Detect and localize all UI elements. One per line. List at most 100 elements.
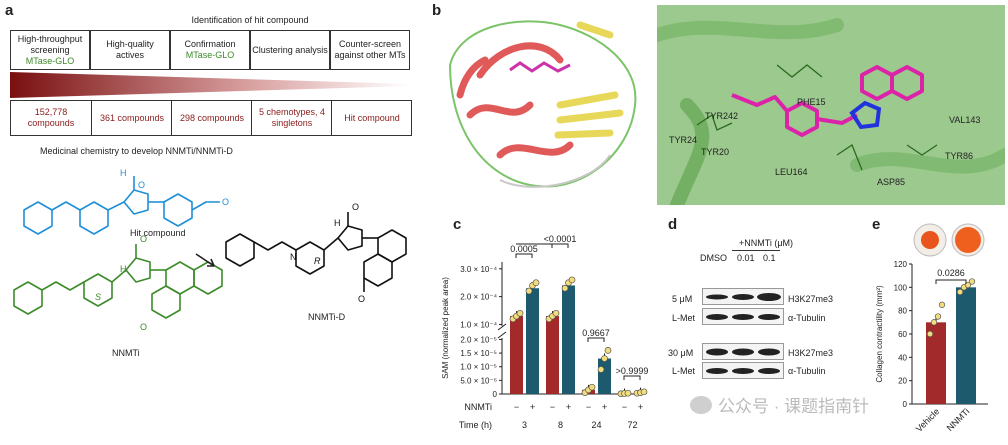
step-box-3: Confirmation MTase-GLO	[170, 30, 250, 70]
e-tick-label: 100	[894, 283, 908, 292]
c-sig-bracket	[587, 337, 605, 342]
panel-label-e: e	[872, 216, 881, 233]
c-sign-label: −	[550, 402, 555, 412]
e-bar	[956, 287, 976, 404]
c-tick-label-bottom: 1.0 × 10⁻⁵	[460, 363, 497, 372]
hit-compound-label: Hit compound	[130, 228, 186, 238]
residue-tyr86: TYR86	[945, 151, 973, 161]
wb-band-h3k27me3-2: H3K27me3	[788, 348, 834, 358]
e-tick-label: 60	[898, 330, 907, 339]
e-tick-label: 20	[898, 377, 907, 386]
c-point	[601, 355, 608, 362]
c-sig-bracket	[515, 253, 533, 258]
result-3: 298 compounds	[171, 101, 252, 135]
binding-site-render: TYR242 PHE15 TYR24 TYR20 LEU164 ASP85 VA…	[657, 5, 1005, 205]
funnel-gradient	[10, 72, 410, 98]
wb-band-tubulin-2: α-Tubulin	[788, 366, 826, 376]
e-category-label: NNMTi	[945, 406, 972, 433]
c-sign-label: +	[566, 402, 571, 412]
c-pvalue: 0.0005	[510, 244, 538, 254]
hit-compound-structure	[23, 176, 220, 235]
e-point	[926, 330, 934, 338]
residue-val143: VAL143	[949, 115, 980, 125]
panel-a-title: Identification of hit compound	[191, 15, 309, 25]
nnmti-structure	[13, 244, 223, 319]
c-tick-label-bottom: 5.0 × 10⁻⁶	[460, 376, 497, 385]
c-tick-label-bottom: 0	[493, 390, 498, 399]
c-point	[568, 276, 576, 284]
nnmti-stereo-s: S	[95, 292, 101, 302]
c-point	[604, 347, 612, 354]
wb-header: +NNMTi (μM)	[738, 238, 794, 248]
c-sign-label: −	[514, 402, 519, 412]
c-sig-bracket	[551, 243, 569, 248]
step-4-name: Clustering analysis	[252, 44, 328, 55]
c-time-label: 72	[627, 420, 637, 430]
residue-tyr24: TYR24	[669, 135, 697, 145]
hit-atom-h: H	[120, 168, 127, 178]
wb-lane-01: 0.1	[763, 253, 776, 263]
panel-c-bar-chart: 3.0 × 10⁻⁴ 2.0 × 10⁻⁴ 1.0 × 10⁻⁴ 2.0 × 10⁻⁵…	[441, 234, 649, 430]
nnmtid-atom-n: N	[290, 252, 297, 262]
nnmti-label: NNMTi	[112, 348, 140, 358]
wb-cond-lmet-1: L-Met	[672, 313, 696, 323]
protein-overview-render	[449, 20, 637, 188]
result-2: 361 compounds	[91, 101, 172, 135]
step-1-sub: MTase-GLO	[25, 55, 75, 66]
c-sig-bracket	[623, 375, 641, 380]
wb-blot-4	[702, 362, 784, 379]
residue-labels: TYR242 PHE15 TYR24 TYR20 LEU164 ASP85 VA…	[669, 97, 980, 187]
nnmtid-stereo-r: R	[314, 256, 321, 266]
watermark: 公众号 · 课题指南针	[690, 392, 869, 417]
residue-leu164: LEU164	[775, 167, 808, 177]
c-point	[516, 309, 524, 317]
c-tick-label-bottom: 2.0 × 10⁻⁵	[460, 335, 497, 344]
c-axis-break-2	[497, 331, 507, 339]
c-row-label-time: Time (h)	[459, 420, 492, 430]
e-point	[956, 288, 964, 296]
e-tick-label: 80	[898, 307, 907, 316]
step-box-5: Counter-screen against other MTs	[330, 30, 410, 70]
c-point	[624, 389, 632, 397]
c-tick-label-top: 1.0 × 10⁻⁴	[460, 320, 497, 329]
e-point	[964, 281, 972, 289]
e-point	[934, 313, 942, 320]
e-tick-label: 40	[898, 353, 907, 362]
c-point	[561, 284, 569, 292]
c-point	[588, 383, 596, 391]
c-bar	[598, 358, 611, 394]
c-bar	[562, 285, 575, 394]
result-1: 152,778 compounds	[27, 107, 75, 128]
panel-label-b: b	[432, 2, 442, 19]
wb-cond-5um: 5 μM	[672, 294, 693, 304]
nnmti-atom-h: H	[120, 264, 127, 274]
result-4: 5 chemotypes, 4 singletons	[251, 101, 332, 135]
e-pvalue: 0.0286	[937, 268, 965, 278]
nnmtid-atom-h: H	[334, 218, 341, 228]
residue-phe15: PHE15	[797, 97, 826, 107]
step-5-name: Counter-screen against other MTs	[334, 39, 406, 60]
c-bar	[510, 316, 523, 394]
e-ylabel: Collagen contractility (mm²)	[875, 285, 884, 383]
c-sign-label: +	[530, 402, 535, 412]
wb-lane-dmso: DMSO	[700, 253, 727, 263]
step-box-4: Clustering analysis	[250, 30, 330, 70]
wb-header-line	[732, 250, 780, 251]
c-pvalue: >0.9999	[616, 366, 649, 376]
c-sign-label: +	[602, 402, 607, 412]
c-time-label: 24	[591, 420, 601, 430]
c-tick-label-top: 3.0 × 10⁻⁴	[460, 265, 497, 274]
c-point	[640, 388, 648, 396]
nnmti-d-structure	[225, 212, 407, 292]
results-row: 152,778 compounds 361 compounds 298 comp…	[10, 100, 412, 136]
panel-label-d: d	[668, 216, 678, 233]
hit-atom-o2: O	[222, 197, 229, 207]
c-tick-label-top: 2.0 × 10⁻⁴	[460, 293, 497, 302]
e-point	[968, 278, 976, 285]
step-box-2: High-quality actives	[90, 30, 170, 70]
residue-tyr242: TYR242	[705, 111, 738, 121]
c-pvalue: <0.0001	[544, 234, 577, 244]
wb-lane-001: 0.01	[737, 253, 755, 263]
residue-tyr20: TYR20	[701, 147, 729, 157]
panel-label-a: a	[5, 2, 14, 19]
